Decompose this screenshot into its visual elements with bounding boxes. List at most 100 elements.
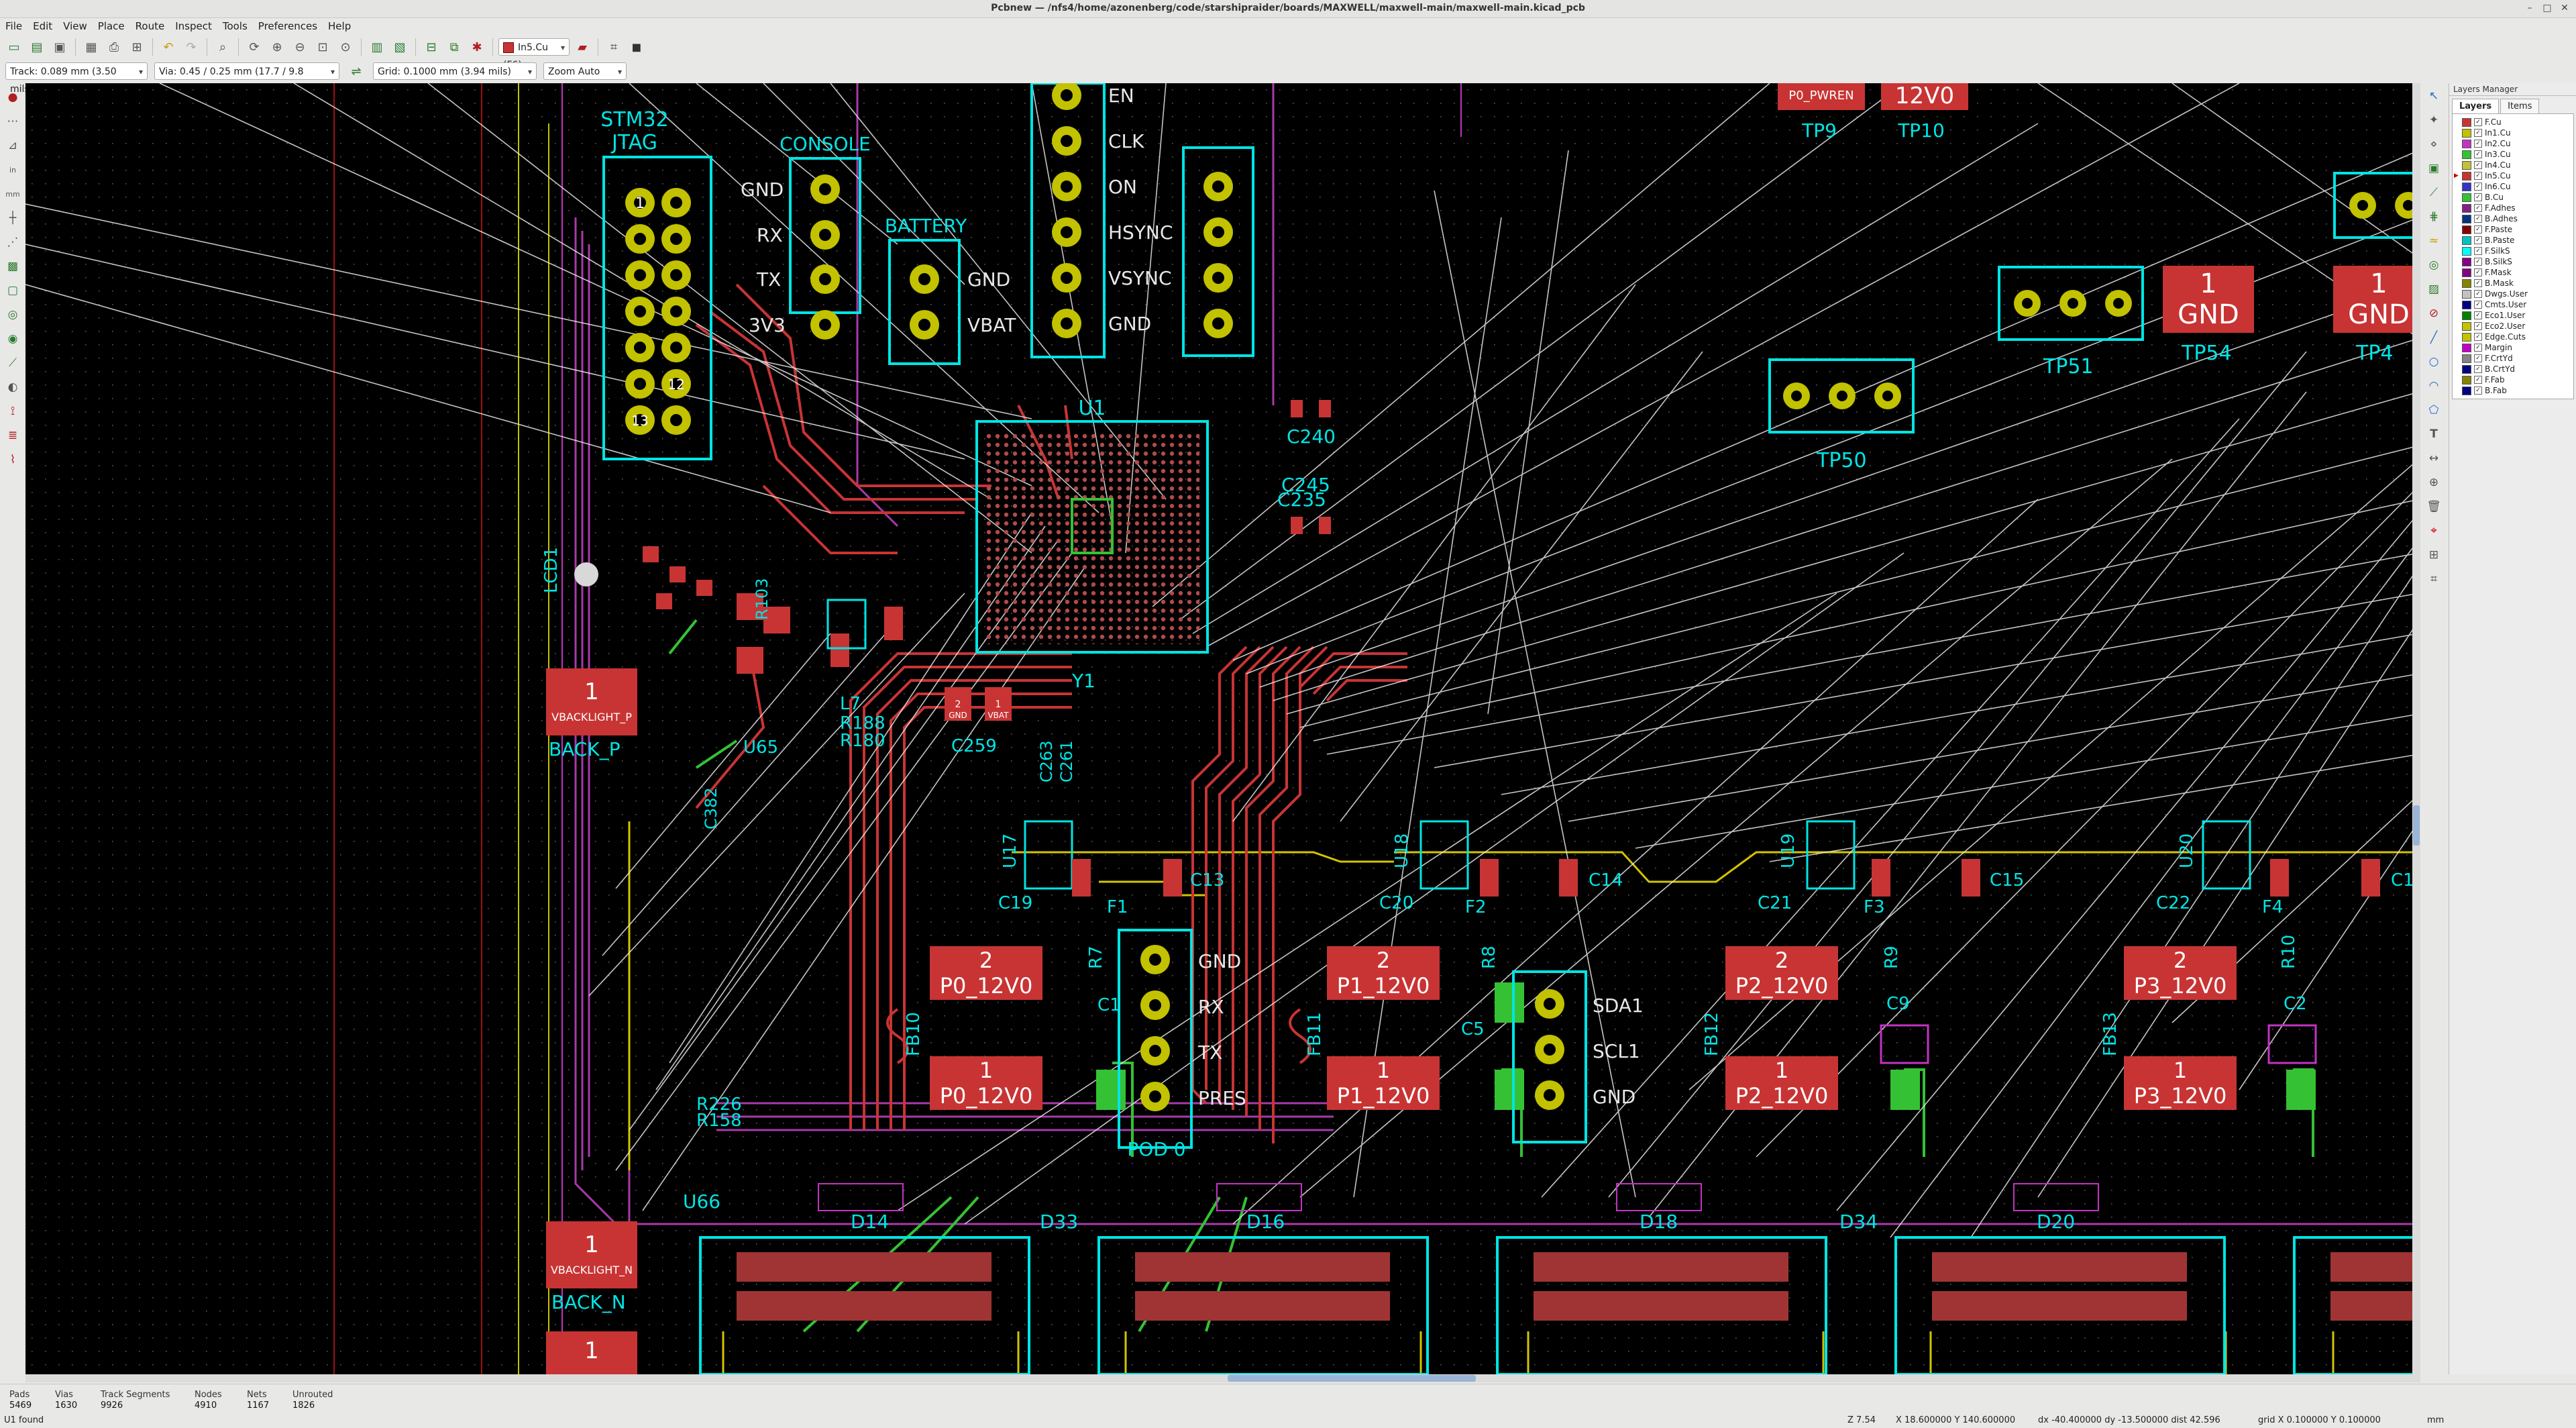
menu-edit[interactable]: Edit bbox=[33, 20, 53, 32]
layer-visibility-checkbox[interactable]: ✓ bbox=[2474, 268, 2482, 276]
scripting-console-icon[interactable]: ⌗ bbox=[610, 40, 618, 54]
zoom-selection-icon[interactable]: ⊙ bbox=[340, 40, 351, 54]
layer-color-swatch[interactable] bbox=[2462, 128, 2471, 138]
lcd-control-header[interactable]: EN CLK ON HSYNC VSYNC GND bbox=[1030, 83, 1254, 358]
layer-row[interactable]: ✓B.Cu bbox=[2454, 192, 2572, 203]
layer-row[interactable]: ✓F.Mask bbox=[2454, 267, 2572, 278]
units-mm-icon[interactable]: mm bbox=[5, 189, 20, 199]
menu-route[interactable]: Route bbox=[135, 20, 165, 32]
tune-length-icon[interactable]: ≈ bbox=[2428, 234, 2439, 248]
horizontal-scroll-thumb[interactable] bbox=[1228, 1375, 1476, 1382]
maximize-icon[interactable]: □ bbox=[2542, 3, 2552, 13]
redraw-icon[interactable]: ⟳ bbox=[249, 40, 260, 54]
vertical-scroll-thumb[interactable] bbox=[2413, 805, 2420, 846]
vias-sketch-icon[interactable]: ◉ bbox=[7, 332, 18, 346]
layer-color-swatch[interactable] bbox=[2462, 289, 2471, 299]
layer-color-swatch[interactable] bbox=[2462, 300, 2471, 309]
menu-tools[interactable]: Tools bbox=[222, 20, 248, 32]
probe-connectors[interactable] bbox=[699, 1236, 2419, 1374]
pcb-canvas[interactable]: STM32 JTAG 1 12 13 CONSOLE bbox=[25, 83, 2419, 1374]
pod0-connector[interactable]: GND RX TX PRES POD 0 bbox=[1118, 929, 1246, 1160]
update-pcb-icon[interactable]: ⧉ bbox=[449, 40, 459, 54]
active-layer-select[interactable]: In5.Cu (F6) ▾ bbox=[498, 38, 570, 70]
layer-color-swatch[interactable] bbox=[2462, 375, 2471, 385]
route-diff-pair-icon[interactable]: ⋕ bbox=[2428, 210, 2439, 223]
tp4-pad[interactable]: 1 GND TP4 bbox=[2333, 266, 2419, 365]
layer-color-swatch[interactable] bbox=[2462, 343, 2471, 352]
layer-color-swatch[interactable] bbox=[2462, 203, 2471, 213]
layer-visibility-checkbox[interactable]: ✓ bbox=[2474, 279, 2482, 287]
layer-row[interactable]: ✓F.Cu bbox=[2454, 117, 2572, 128]
pads-sketch-icon[interactable]: ◎ bbox=[7, 308, 18, 321]
power-channel-p1[interactable]: C20 U18 C14 F2 2 P1_12V0 1 P1_12V0 FB11 … bbox=[1305, 820, 1623, 1110]
layer-row[interactable]: ✓B.SilkS bbox=[2454, 256, 2572, 267]
layer-visibility-checkbox[interactable]: ✓ bbox=[2474, 118, 2482, 126]
highlight-net-icon[interactable]: ✦ bbox=[2428, 113, 2439, 127]
layer-row[interactable]: ✓In2.Cu bbox=[2454, 138, 2572, 149]
measure-icon[interactable]: ⌗ bbox=[2430, 572, 2437, 586]
menu-help[interactable]: Help bbox=[328, 20, 352, 32]
layer-visibility-checkbox[interactable]: ✓ bbox=[2474, 290, 2482, 298]
add-dimension-icon[interactable]: ↔ bbox=[2428, 452, 2439, 465]
units-inch-icon[interactable]: in bbox=[9, 165, 17, 174]
layer-visibility-checkbox[interactable]: ✓ bbox=[2474, 215, 2482, 223]
delete-icon[interactable]: 🗑 bbox=[2426, 500, 2441, 513]
u1-mcu[interactable]: U1 Y1 bbox=[975, 397, 1209, 692]
new-board-icon[interactable]: ▭ bbox=[8, 40, 20, 54]
layer-visibility-checkbox[interactable]: ✓ bbox=[2474, 225, 2482, 234]
layer-row[interactable]: ✓F.Fab bbox=[2454, 374, 2572, 385]
close-icon[interactable]: ✕ bbox=[2561, 3, 2569, 13]
layer-visibility-checkbox[interactable]: ✓ bbox=[2474, 258, 2482, 266]
auto-width-icon[interactable]: ⇌ bbox=[351, 64, 362, 79]
layer-color-swatch[interactable] bbox=[2462, 332, 2471, 342]
console-header[interactable]: CONSOLE GND RX TX 3V3 bbox=[741, 133, 871, 340]
layer-row[interactable]: ✓Edge.Cuts bbox=[2454, 332, 2572, 342]
layer-visibility-checkbox[interactable]: ✓ bbox=[2474, 387, 2482, 395]
battery-header[interactable]: BATTERY GND VBAT bbox=[885, 215, 1017, 365]
layer-visibility-checkbox[interactable]: ✓ bbox=[2474, 236, 2482, 244]
layer-color-swatch[interactable] bbox=[2462, 246, 2471, 256]
menu-inspect[interactable]: Inspect bbox=[175, 20, 212, 32]
ratsnest-icon[interactable]: ⋰ bbox=[7, 236, 19, 249]
lcd1-connector[interactable]: LCD1 bbox=[541, 546, 903, 674]
tp50[interactable]: TP50 bbox=[1768, 358, 1915, 472]
zoom-in-icon[interactable]: ⊕ bbox=[272, 40, 282, 54]
layer-color-swatch[interactable] bbox=[2462, 354, 2471, 363]
menu-place[interactable]: Place bbox=[97, 20, 125, 32]
microwave-tools-icon[interactable]: ⟟ bbox=[10, 405, 15, 418]
via-size-select[interactable]: Via: 0.45 / 0.25 mm (17.7 / 9.8 mils) * … bbox=[154, 62, 339, 95]
layer-color-swatch[interactable] bbox=[2462, 182, 2471, 191]
zoom-out-icon[interactable]: ⊖ bbox=[294, 40, 305, 54]
layer-visibility-checkbox[interactable]: ✓ bbox=[2474, 311, 2482, 319]
power-channel-p2[interactable]: C21 U19 C15 F3 2 P2_12V0 1 P2_12V0 FB12 … bbox=[1702, 820, 2024, 1110]
layer-visibility-checkbox[interactable]: ✓ bbox=[2474, 247, 2482, 255]
layer-color-swatch[interactable] bbox=[2462, 193, 2471, 202]
cursor-shape-icon[interactable]: ┼ bbox=[9, 211, 17, 225]
layer-row[interactable]: ✓B.Fab bbox=[2454, 385, 2572, 396]
footprint-editor-icon[interactable]: ▥ bbox=[371, 40, 383, 54]
drc-icon[interactable]: ✱ bbox=[472, 40, 482, 54]
jtag-header[interactable]: STM32 JTAG 1 12 13 bbox=[600, 108, 712, 460]
layer-color-swatch[interactable] bbox=[2462, 225, 2471, 234]
layer-row[interactable]: ✓F.Adhes bbox=[2454, 203, 2572, 213]
add-zone-icon[interactable]: ▨ bbox=[2428, 283, 2440, 296]
layer-visibility-checkbox[interactable]: ✓ bbox=[2474, 172, 2482, 180]
redo-icon[interactable]: ↷ bbox=[186, 40, 197, 54]
tracks-sketch-icon[interactable]: ⟋ bbox=[9, 356, 17, 370]
tab-items[interactable]: Items bbox=[2500, 99, 2540, 113]
layer-row[interactable]: ✓In1.Cu bbox=[2454, 128, 2572, 138]
power-channel-p3[interactable]: C22 U20 C16 F4 2 P3_12V0 1 P3_12V0 FB13 … bbox=[2100, 820, 2419, 1110]
layer-visibility-checkbox[interactable]: ✓ bbox=[2474, 150, 2482, 158]
layer-row[interactable]: ✓F.CrtYd bbox=[2454, 353, 2572, 364]
add-via-icon[interactable]: ◎ bbox=[2428, 258, 2439, 272]
layer-row[interactable]: ✓Eco2.User bbox=[2454, 321, 2572, 332]
select-arrow-icon[interactable]: ↖ bbox=[2428, 89, 2439, 103]
layer-color-swatch[interactable] bbox=[2462, 139, 2471, 148]
add-target-icon[interactable]: ⊕ bbox=[2428, 476, 2439, 489]
undo-icon[interactable]: ↶ bbox=[163, 40, 174, 54]
layer-row[interactable]: ✓B.Adhes bbox=[2454, 213, 2572, 224]
grid-origin-icon[interactable]: ⊞ bbox=[2428, 548, 2439, 562]
layer-color-swatch[interactable] bbox=[2462, 214, 2471, 223]
layer-visibility-checkbox[interactable]: ✓ bbox=[2474, 129, 2482, 137]
tab-layers[interactable]: Layers bbox=[2452, 99, 2500, 113]
